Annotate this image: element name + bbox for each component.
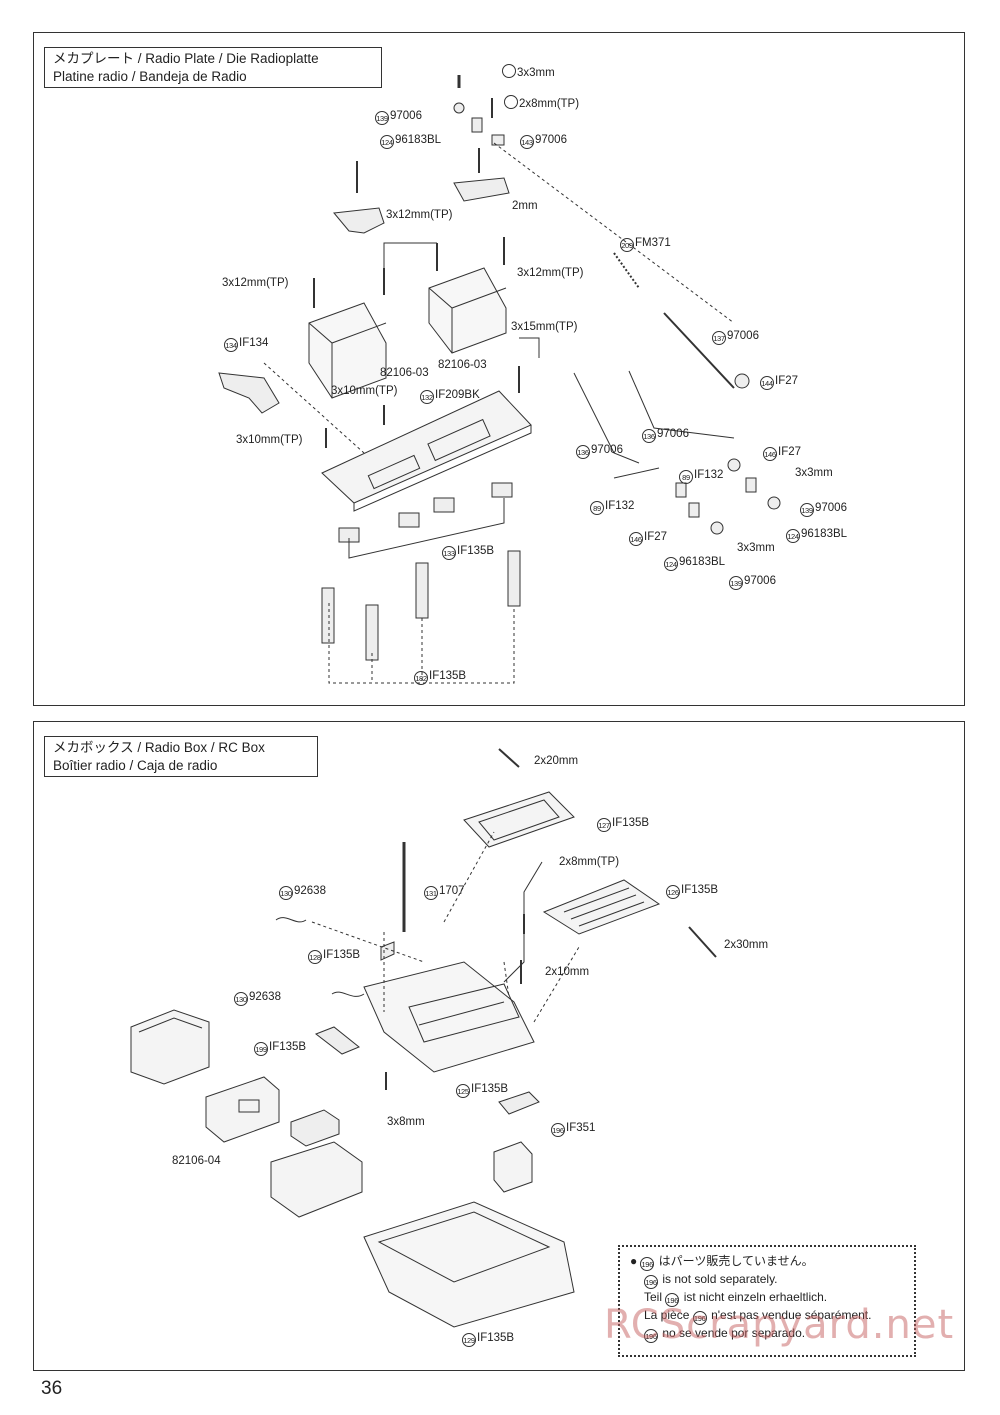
part-label: 3x3mm xyxy=(737,542,775,554)
radio-box-title: メカボックス / Radio Box / RC Box Boîtier radi… xyxy=(44,736,318,777)
radio-plate-exploded-drawing xyxy=(218,75,781,684)
radio-plate-panel: メカプレート / Radio Plate / Die Radioplatte P… xyxy=(33,32,965,706)
part-label: 2x30mm xyxy=(724,939,769,951)
part-label: 82106-03 xyxy=(438,359,487,371)
radio-plate-title: メカプレート / Radio Plate / Die Radioplatte P… xyxy=(44,47,382,88)
radio-box-exploded-drawing xyxy=(130,748,717,1328)
part-label: 3x12mm(TP) xyxy=(222,277,289,289)
part-label: 3x12mm(TP) xyxy=(386,209,453,221)
radio-box-panel: メカボックス / Radio Box / RC Box Boîtier radi… xyxy=(33,721,965,1371)
part-label: 3x3mm xyxy=(502,64,555,80)
part-label: 2x8mm(TP) xyxy=(504,95,579,111)
part-label: 3x10mm(TP) xyxy=(331,385,398,397)
part-label: 2x10mm xyxy=(545,966,590,978)
watermark: RCScrapyard.net xyxy=(604,1302,955,1348)
part-label: 3x15mm(TP) xyxy=(511,321,578,333)
part-label: 3x12mm(TP) xyxy=(517,267,584,279)
title-line-1: メカボックス / Radio Box / RC Box xyxy=(53,740,265,755)
part-label: 3x8mm xyxy=(387,1116,425,1128)
title-line-2: Platine radio / Bandeja de Radio xyxy=(53,68,247,84)
bullet-icon: ● xyxy=(630,1254,638,1268)
part-label: 3x10mm(TP) xyxy=(236,434,303,446)
page-number: 36 xyxy=(41,1378,63,1399)
not-sold-separately-note: ●196 はパーツ販売していません。 196 is not sold separ… xyxy=(618,1245,916,1357)
part-label: 82106-04 xyxy=(172,1155,221,1167)
part-label: 2x8mm(TP) xyxy=(559,856,620,868)
part-label: 82106-03 xyxy=(380,367,429,379)
part-label: 2x20mm xyxy=(534,755,579,767)
title-line-2: Boîtier radio / Caja de radio xyxy=(53,757,218,773)
part-label: 2mm xyxy=(512,200,538,212)
part-label: 3x3mm xyxy=(795,467,833,479)
title-line-1: メカプレート / Radio Plate / Die Radioplatte xyxy=(53,51,319,66)
